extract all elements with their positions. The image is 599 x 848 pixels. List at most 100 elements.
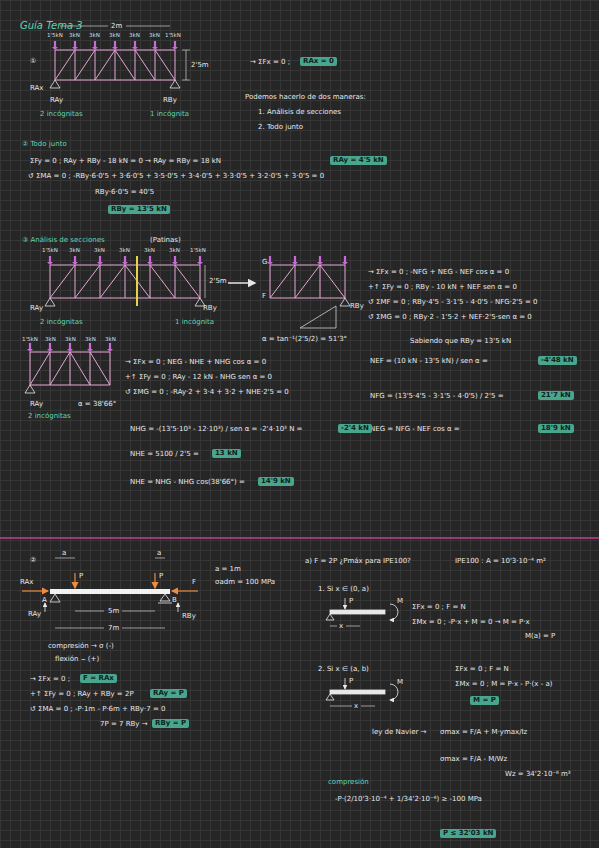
load-arrow (52, 47, 58, 50)
section-cut (136, 256, 138, 306)
note-text: 3kN (129, 32, 140, 39)
note-text: → ΣFx = 0 ; (250, 58, 290, 67)
truss-stroke (75, 50, 76, 80)
note-text: 2. Todo junto (258, 123, 303, 132)
note-text: P (349, 677, 353, 686)
free-body-sketches (326, 598, 398, 700)
angle-triangle (300, 306, 336, 328)
note-text: ΣFx = 0 ; F = N (455, 665, 509, 674)
page-title: Guía Tema 3 (20, 20, 83, 31)
truss-stroke (175, 265, 176, 298)
load-arrow (72, 262, 78, 265)
dimension-lines (55, 26, 375, 706)
note-text: 3kN (85, 336, 96, 343)
load-arrow (27, 349, 33, 352)
note-text: ↺ ΣMA = 0 ; -P·1m - P·6m + RBy·7 = 0 (30, 705, 165, 714)
note-text: 1'5kN (22, 336, 38, 343)
support-symbol (25, 385, 35, 393)
note-text: 5m (108, 607, 119, 616)
note-text: ley de Navier → (372, 728, 426, 737)
truss-stroke (70, 352, 71, 385)
load-arrow (152, 47, 158, 50)
result-highlight: -2'4 kN (338, 424, 372, 433)
note-text: RAy (30, 304, 43, 313)
result-highlight: RAx = 0 (300, 57, 337, 66)
truss-stroke (175, 265, 200, 298)
load-arrow (197, 262, 203, 265)
note-text: A (42, 596, 47, 605)
truss-stroke (295, 265, 296, 298)
note-text: 2 incógnitas (40, 110, 83, 119)
result-highlight: F = RAx (80, 674, 117, 683)
note-text: 7m (108, 624, 119, 633)
note-text: ② Todo junto (22, 140, 67, 149)
note-text: M(a) = P (525, 632, 555, 641)
note-text: RBy·6·0'5 = 40'5 (95, 188, 154, 197)
note-text: 3kN (119, 247, 130, 254)
note-text: ΣMx = 0 ; M = P·x - P·(x - a) (455, 680, 552, 689)
note-text: 3kN (144, 247, 155, 254)
note-text: RBy (350, 302, 364, 311)
truss-stroke (50, 352, 70, 385)
note-text: 3kN (89, 32, 100, 39)
load-arrow (112, 47, 118, 50)
note-text: M (397, 597, 403, 606)
truss-stroke (50, 265, 75, 298)
note-text: NHG = -(13'5·10³ - 12·10³) / sen α = -2'… (130, 425, 302, 434)
note-text: ③ Análisis de secciones (22, 236, 105, 245)
flow-arrow (228, 282, 255, 284)
note-text: 3kN (45, 336, 56, 343)
truss-stroke (50, 265, 51, 298)
truss-stroke (345, 265, 346, 298)
note-text: ↺ ΣMA = 0 ; -RBy·6·0'5 + 3·6·0'5 + 3·5·0… (28, 172, 324, 181)
note-text: → ΣFx = 0 ; NEG - NHE + NHG cos α = 0 (125, 358, 266, 367)
note-text: 3kN (169, 247, 180, 254)
note-text: P (79, 572, 83, 581)
note-text: +↑ ΣFy = 0 ; RBy - 10 kN + NEF sen α = 0 (368, 283, 517, 292)
note-text: 2. Si x ∈ (a, b) (318, 665, 369, 674)
load-arrow (97, 262, 103, 265)
note-text: 7P = 7 RBy → (100, 720, 148, 729)
note-text: +↑ ΣFy = 0 ; RAy - 12 kN - NHG sen α = 0 (125, 373, 272, 382)
note-text: NEG = NFG - NEF cos α = (370, 425, 460, 434)
truss-stroke (150, 265, 151, 298)
note-text: → ΣFx = 0 ; (30, 675, 70, 684)
result-highlight: RBy = P (152, 719, 189, 728)
note-text: a (62, 549, 66, 558)
truss-stroke (320, 265, 321, 298)
note-text: -P·(2/10'3·10⁻⁴ + 1/34'2·10⁻⁶) ≥ -100 MP… (335, 795, 482, 804)
truss-stroke (115, 50, 135, 80)
beam-drawing (22, 573, 198, 612)
note-text: RBy (203, 304, 217, 313)
truss-stroke (90, 352, 91, 385)
support-symbol (45, 298, 55, 306)
truss-stroke (30, 352, 31, 385)
note-text: 2'5m (191, 61, 209, 70)
note-text: 3kN (109, 32, 120, 39)
note-text: a = 1m (215, 565, 241, 574)
load-arrow (47, 349, 53, 352)
note-text: 3kN (105, 336, 116, 343)
truss-stroke (155, 50, 156, 80)
truss-stroke (200, 265, 201, 298)
truss-stroke (295, 265, 320, 298)
truss-stroke (75, 265, 76, 298)
result-highlight: 21'7 kN (538, 391, 574, 400)
note-text: Podemos hacerlo de dos maneras: (245, 93, 366, 102)
note-text: ↺ ΣMG = 0 ; RBy·2 - 1'5·2 + NEF·2'5·sen … (368, 313, 532, 322)
note-text: RAy (30, 400, 43, 409)
note-text: RAy (28, 610, 41, 619)
truss-stroke (115, 50, 116, 80)
truss-stroke (55, 50, 75, 80)
load-arrow (342, 262, 348, 265)
note-text: σmax = F/A + M·ymax/Iz (440, 728, 527, 737)
support-symbol (170, 80, 180, 88)
truss-stroke (270, 297, 345, 298)
note-text: ↺ ΣMG = 0 ; -RAy·2 + 3·4 + 3·2 + NHE·2'5… (125, 388, 289, 397)
truss-stroke (90, 352, 110, 385)
note-text: 1 incógnita (150, 110, 189, 119)
truss-stroke (135, 50, 155, 80)
note-text: 1'5kN (47, 32, 63, 39)
truss-stroke (55, 50, 56, 80)
load-arrow (292, 262, 298, 265)
